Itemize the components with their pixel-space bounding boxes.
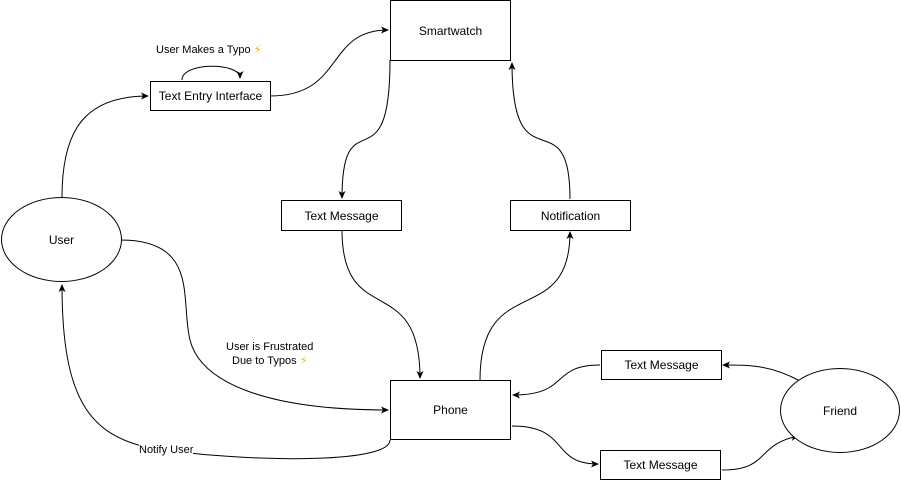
frustrated-edge-label: User is Frustrated Due to Typos ⚡ (226, 340, 314, 368)
lightning-bolt-icon: ⚡ (253, 44, 262, 56)
text-message-bottom-right-node[interactable]: Text Message (600, 450, 721, 480)
typo-edge-text: User Makes a Typo (156, 44, 251, 56)
text-message-top-right-label: Text Message (624, 358, 699, 372)
edge-smartwatch-to-text-message (338, 59, 391, 199)
text-message-left-label: Text Message (304, 208, 379, 223)
notification-node[interactable]: Notification (510, 200, 631, 231)
edge-text-message-to-phone (341, 229, 424, 379)
edge-notification-to-smartwatch (508, 62, 571, 200)
frustrated-edge-text: Due to Typos (232, 355, 297, 367)
smartwatch-label: Smartwatch (418, 23, 483, 38)
edge-user-to-text-entry (61, 92, 149, 198)
text-entry-interface-node[interactable]: Text Entry Interface (150, 81, 271, 111)
friend-node[interactable]: Friend (780, 368, 900, 453)
lightning-bolt-icon: ⚡ (299, 355, 308, 367)
edge-typo-loop (181, 65, 244, 81)
text-message-top-right-node[interactable]: Text Message (601, 350, 722, 380)
edge-text-entry-to-smartwatch (269, 26, 389, 97)
edge-phone-to-text-message-bottom (511, 425, 599, 468)
text-entry-interface-label: Text Entry Interface (158, 89, 263, 103)
frustrated-edge-text-line2: Due to Typos ⚡ (226, 354, 313, 368)
edge-friend-to-text-message-top (722, 361, 801, 382)
frustrated-edge-text-line1: User is Frustrated (226, 341, 314, 353)
edge-phone-to-user (58, 284, 391, 460)
edge-text-message-top-to-phone (512, 364, 601, 399)
phone-node[interactable]: Phone (390, 380, 511, 440)
user-label: User (48, 232, 75, 247)
notify-user-edge-text: Notify User (139, 444, 194, 456)
typo-edge-label: User Makes a Typo ⚡ (156, 43, 262, 57)
notification-label: Notification (540, 208, 601, 223)
notify-user-edge-label: Notify User (139, 443, 194, 457)
text-message-left-node[interactable]: Text Message (281, 200, 402, 231)
edge-user-to-phone (119, 239, 389, 414)
phone-label: Phone (433, 403, 468, 417)
friend-label: Friend (822, 403, 857, 418)
text-message-bottom-right-label: Text Message (623, 458, 698, 472)
edge-text-message-bottom-to-friend (721, 434, 799, 471)
edge-phone-to-notification (479, 231, 574, 381)
user-node[interactable]: User (1, 197, 122, 282)
smartwatch-node[interactable]: Smartwatch (390, 0, 511, 61)
